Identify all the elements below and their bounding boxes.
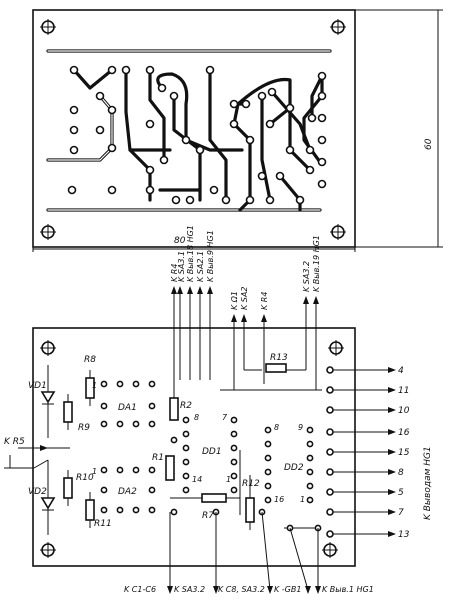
- right-pin-15: 15: [398, 448, 410, 458]
- label-dd2: DD2: [284, 463, 304, 473]
- resistor-r12: [245, 497, 255, 523]
- right-pin-10: 10: [398, 406, 410, 416]
- label-r2: R2: [180, 401, 192, 411]
- right-pin-8: 8: [398, 468, 404, 478]
- resistor-r13: [265, 363, 287, 373]
- top-lead-labels: K R4 K SA3.1 K Выв.18 HG1 K SA2.1 K Выв.…: [170, 225, 321, 310]
- mounting-hole-bl2: [40, 340, 56, 356]
- label-r12: R12: [242, 479, 260, 489]
- left-lead-arrow: [18, 445, 48, 451]
- label-r10: R10: [76, 473, 94, 483]
- label-dd1: DD1: [202, 447, 222, 457]
- lead-label-sa32: K SA3.2: [302, 261, 311, 292]
- lead-label-r4b: K R4: [260, 292, 269, 310]
- pin-numbers: 1 1 8 7 14 1 8 9 16 1: [92, 381, 305, 504]
- lead-label-hg1-19: K Выв.19 HG1: [312, 235, 321, 292]
- pin-dd2-1: 1: [300, 495, 305, 504]
- pin-dd2-8: 8: [274, 423, 279, 432]
- resistor-r1: [165, 455, 175, 481]
- left-lead-label: K R5: [4, 437, 25, 447]
- top-lead-arrows: [171, 286, 319, 384]
- right-pin-11: 11: [398, 386, 409, 396]
- bottom-lead-c8-sa32: K C8, SA3.2: [218, 585, 265, 594]
- label-r11: R11: [94, 519, 112, 529]
- label-da2: DA2: [118, 487, 137, 497]
- resistor-r2: [169, 397, 179, 421]
- bottom-wiring: [47, 362, 322, 535]
- dimension-height: 60: [355, 9, 443, 248]
- ground-symbol: [4, 455, 49, 469]
- label-r9: R9: [78, 423, 90, 433]
- mounting-hole-tr: [330, 19, 346, 35]
- bottom-view: K R4 K SA3.1 K Выв.18 HG1 K SA2.1 K Выв.…: [4, 225, 433, 594]
- lead-label-sa21: K SA2.1: [196, 251, 205, 282]
- bottom-lead-c1-c6: K C1-C6: [124, 585, 156, 594]
- dimension-height-label: 60: [424, 138, 434, 150]
- label-r13: R13: [270, 353, 288, 363]
- dimension-width-label: 80: [174, 236, 186, 246]
- pin-dd1-14: 14: [192, 475, 202, 484]
- pin-da2-1: 1: [92, 467, 97, 476]
- resistor-r9: [63, 401, 73, 423]
- mounting-hole-tl: [40, 19, 56, 35]
- label-r7: R7: [202, 511, 214, 521]
- right-pin-16: 16: [398, 428, 410, 438]
- label-vd2: VD2: [28, 487, 47, 497]
- mounting-hole-tr2: [328, 340, 344, 356]
- pin-dd1-1: 1: [226, 475, 231, 484]
- pin-da1-1: 1: [92, 381, 97, 390]
- resistor-r10: [63, 477, 73, 499]
- component-labels: R8 R9 R10 R11 R2 R1 R7 R12 R13 VD1 VD2 D…: [28, 353, 304, 529]
- right-pin-numbers: 4 11 10 16 15 8 5 7 13: [398, 366, 410, 540]
- lead-label-q1: K Ω1: [230, 291, 239, 310]
- bottom-lead-labels: K C1-C6 K SA3.2 K C8, SA3.2 K -GB1 K Выв…: [124, 585, 374, 594]
- pin-dd2-9: 9: [298, 423, 303, 432]
- pin-dd1-8: 8: [194, 413, 199, 422]
- resistors: [63, 363, 287, 528]
- bottom-lead-gb1: K -GB1: [274, 585, 301, 594]
- bottom-lead-sa32: K SA3.2: [174, 585, 205, 594]
- label-da1: DA1: [118, 403, 137, 413]
- top-pads: [67, 65, 327, 205]
- right-pin-7: 7: [398, 508, 404, 518]
- lead-label-sa31: K SA3.1: [177, 251, 186, 282]
- label-r8: R8: [84, 355, 96, 365]
- top-view: 80 60: [32, 9, 443, 252]
- lead-label-hg1-9: K Выв.9 HG1: [206, 230, 215, 282]
- bottom-lead-hg1-1: K Выв.1 HG1: [322, 585, 374, 594]
- pin-dd1-7: 7: [222, 413, 228, 422]
- right-pin-13: 13: [398, 530, 410, 540]
- dimension-width: 80: [32, 236, 356, 252]
- diode-vd1: [40, 391, 56, 405]
- pin-dd2-16: 16: [274, 495, 284, 504]
- resistor-r11: [85, 499, 95, 521]
- bottom-lead-arrows: [167, 511, 321, 594]
- diode-vd2: [40, 497, 56, 511]
- lead-label-hg1-18: K Выв.18 HG1: [186, 225, 195, 282]
- mounting-hole-br: [330, 224, 346, 240]
- resistor-r7: [201, 493, 227, 503]
- right-pin-5: 5: [398, 488, 404, 498]
- right-group-label: K Выводам HG1: [423, 446, 433, 520]
- mounting-hole-bl3: [40, 542, 56, 558]
- lead-label-r4a: K R4: [170, 264, 179, 282]
- label-r1: R1: [152, 453, 164, 463]
- label-vd1: VD1: [28, 381, 47, 391]
- mounting-hole-br3: [322, 542, 338, 558]
- right-pin-4: 4: [398, 366, 404, 376]
- right-pins: [326, 366, 396, 538]
- bottom-board-outline: [32, 327, 356, 567]
- lead-label-sa2: K SA2: [240, 287, 249, 310]
- mounting-hole-bl: [40, 224, 56, 240]
- ic-pads: [100, 380, 322, 532]
